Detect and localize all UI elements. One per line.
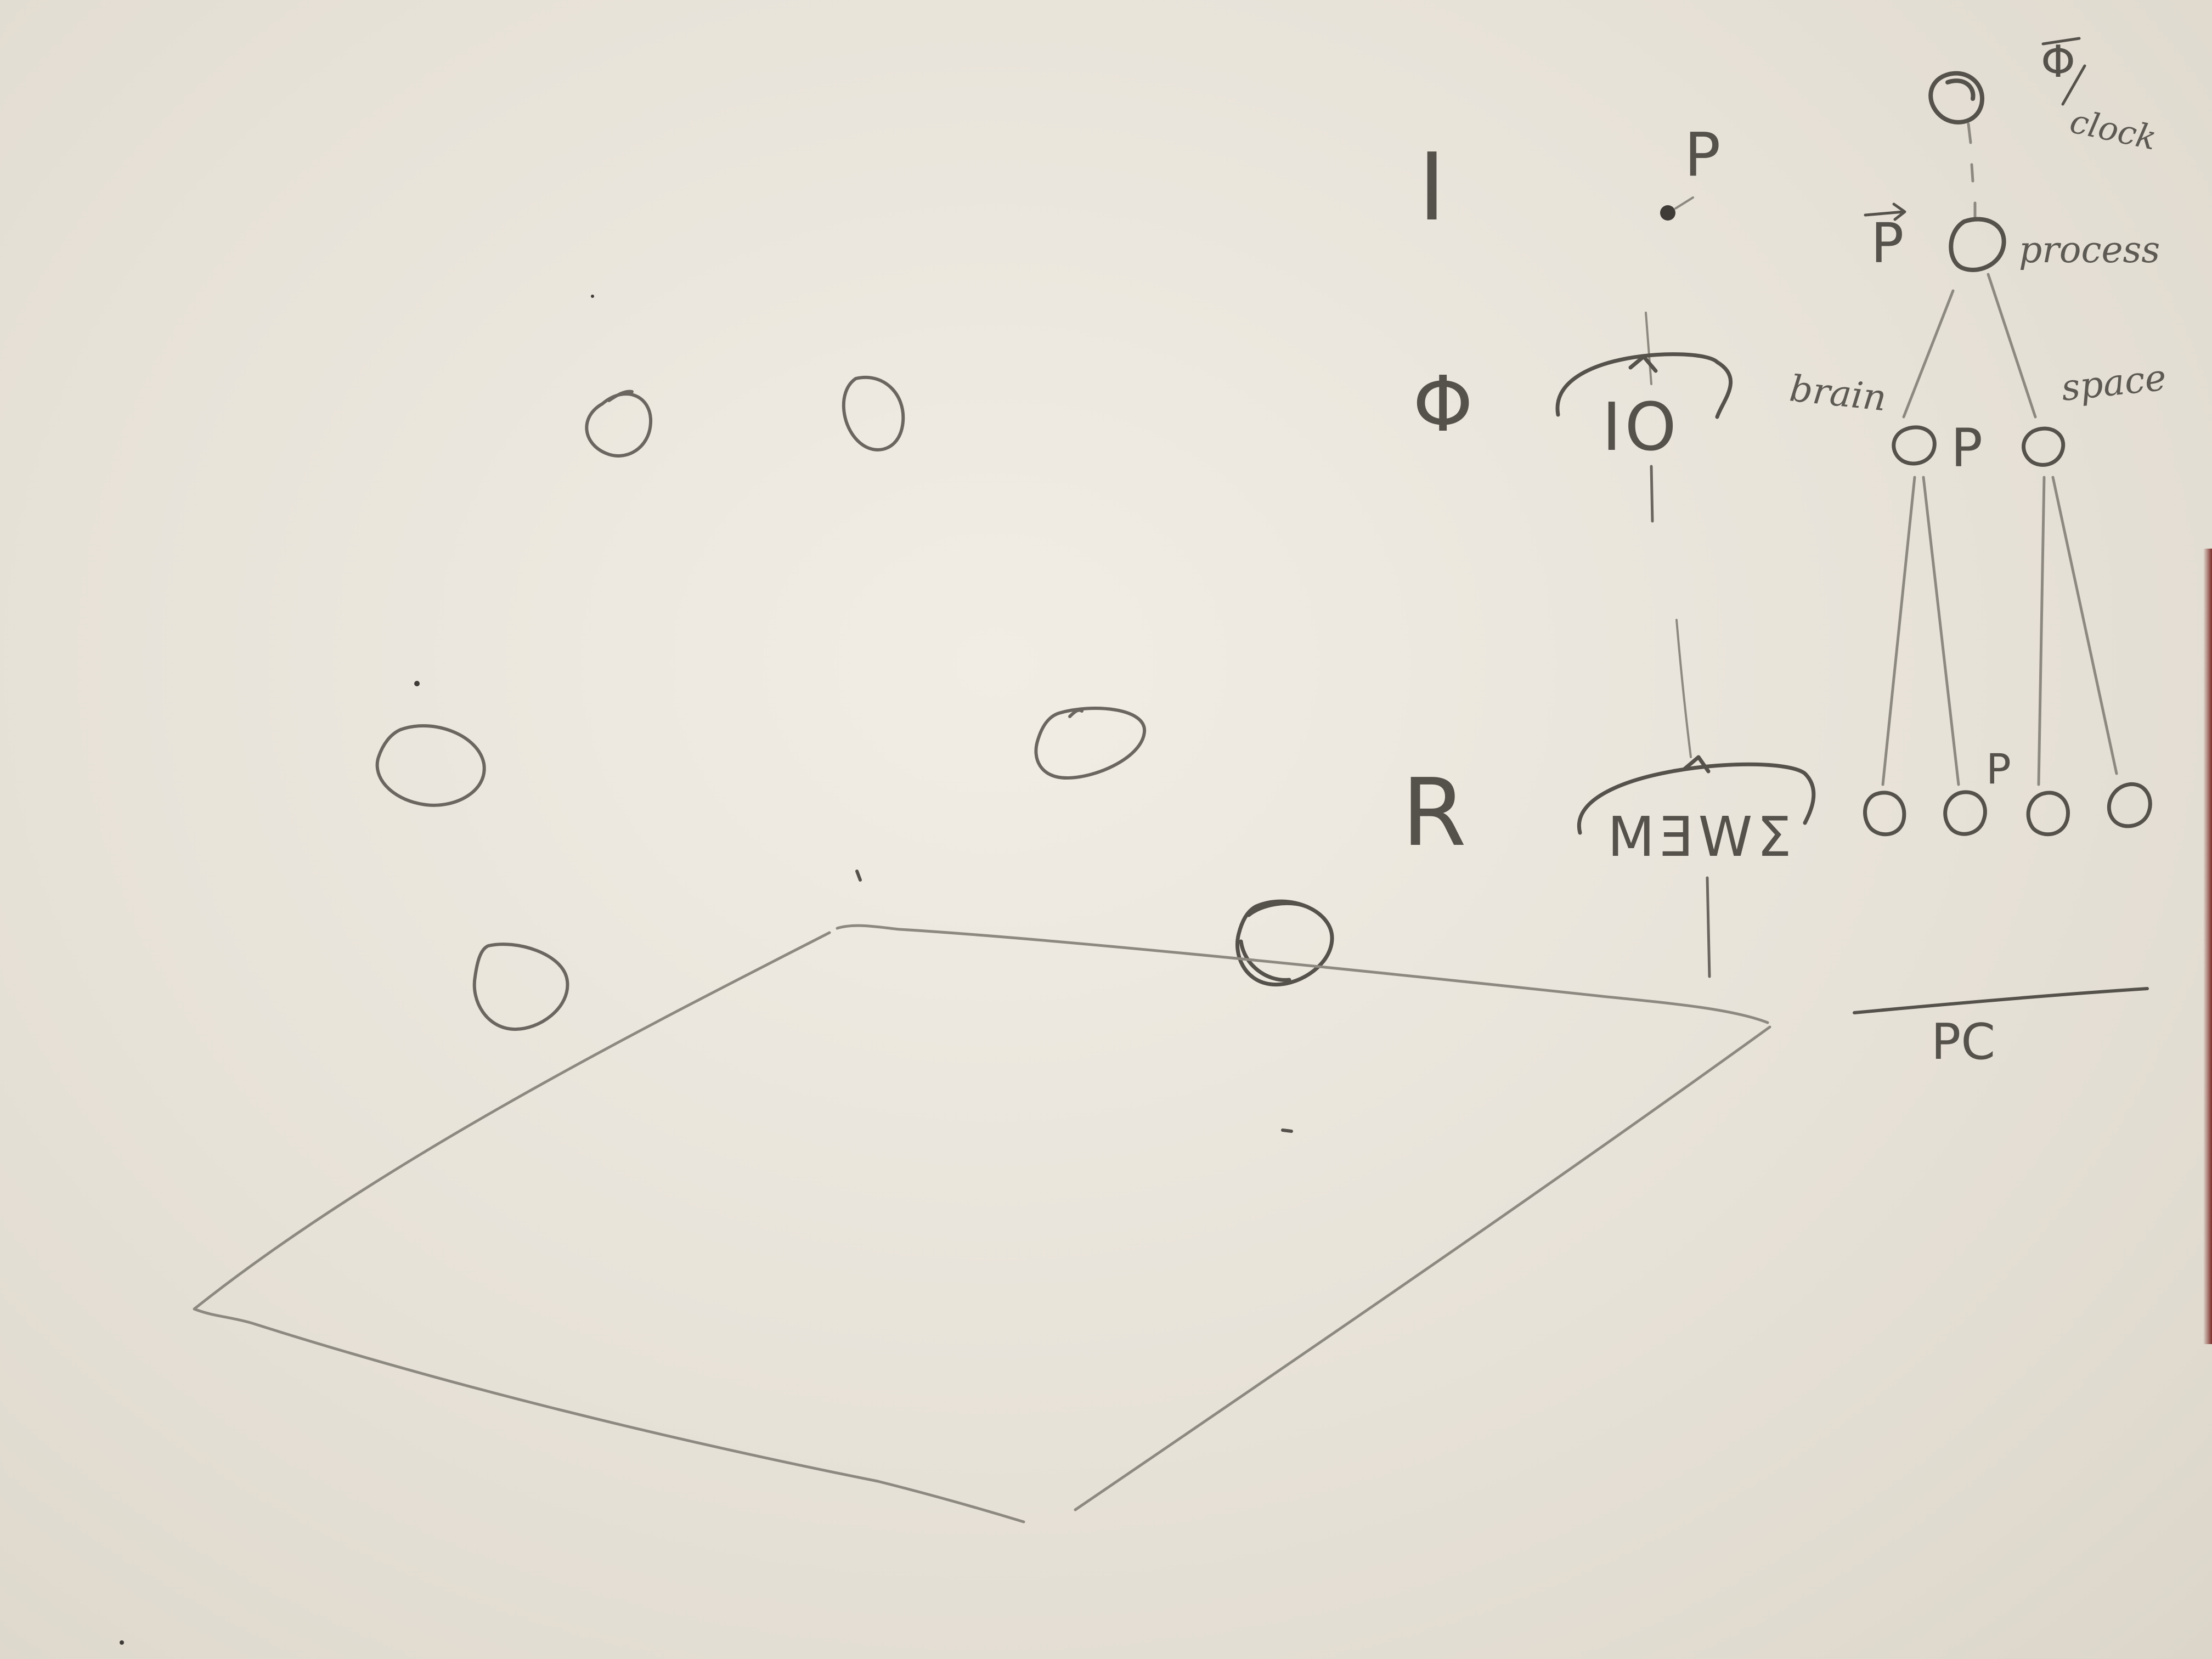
process-label: process [2019,229,2160,271]
link-process-space [1987,273,2037,419]
space-label: space [2059,356,2168,409]
io-arrowhead [1628,354,1658,373]
stray-mark [1281,1128,1293,1133]
axis-segment [1675,619,1692,758]
circle-5 [472,943,569,1031]
right-tree: Φ clock P process brain P space P PC [1787,36,2168,1071]
stray-dot [591,295,594,298]
mewe-arrowhead [1682,755,1711,774]
leaf-node-4 [2107,782,2152,828]
circle-6 [1235,899,1334,987]
link-brain-leaf-2 [1922,476,1960,786]
level-R-label: R [1402,759,1466,867]
table-edge [2203,549,2212,1344]
leaf-node-3 [2026,791,2070,837]
space-node [2022,426,2066,467]
mewe-arc [1577,762,1816,835]
link-space-leaf-3 [2037,476,2046,786]
circle-2 [842,376,905,452]
axis-segment [1645,312,1652,385]
clock-word-label: clock [2067,102,2160,158]
clock-fraction-bar [2041,37,2086,106]
point-p-dot [1660,205,1675,221]
link-process-brain [1902,289,1955,419]
process-node [1949,217,2006,272]
middle-column: P IO MƎWΣ [1555,120,1816,978]
io-label: IO [1602,390,1680,466]
leaf-node-2 [1943,790,1987,836]
stray-mark [855,870,862,882]
clock-dashed-link [1967,122,1977,219]
axis-segment [1706,876,1711,978]
point-p-tick [1674,196,1694,210]
stray-dot [120,1640,124,1645]
level-I-label: I [1418,133,1446,242]
stray-dot [414,681,420,686]
process-vector-label: P [1871,211,1904,275]
mewe-label: MƎWΣ [1607,805,1796,869]
plane-quadrilateral [193,924,1771,1523]
level-phi-label: Φ [1413,360,1473,449]
brain-label: brain [1787,367,1888,419]
leaf-p-label: P [1986,744,2011,793]
clock-node [1928,71,1985,125]
pc-label: PC [1931,1013,1995,1071]
brain-space-p-label: P [1951,417,1983,479]
level-labels: I Φ R [1402,133,1473,867]
circle-3 [375,724,486,807]
pc-baseline [1853,987,2149,1014]
axis-segment [1650,465,1654,523]
vector-arrow [1864,202,1906,221]
point-p-label: P [1684,120,1720,190]
left-scene [120,295,1771,1645]
leaf-node-1 [1863,791,1906,837]
circle-4 [1034,707,1147,780]
link-space-leaf-4 [2051,476,2118,775]
io-arc [1555,352,1733,419]
circle-1 [585,390,653,458]
link-brain-leaf-1 [1881,476,1916,786]
brain-node [1892,425,1937,466]
